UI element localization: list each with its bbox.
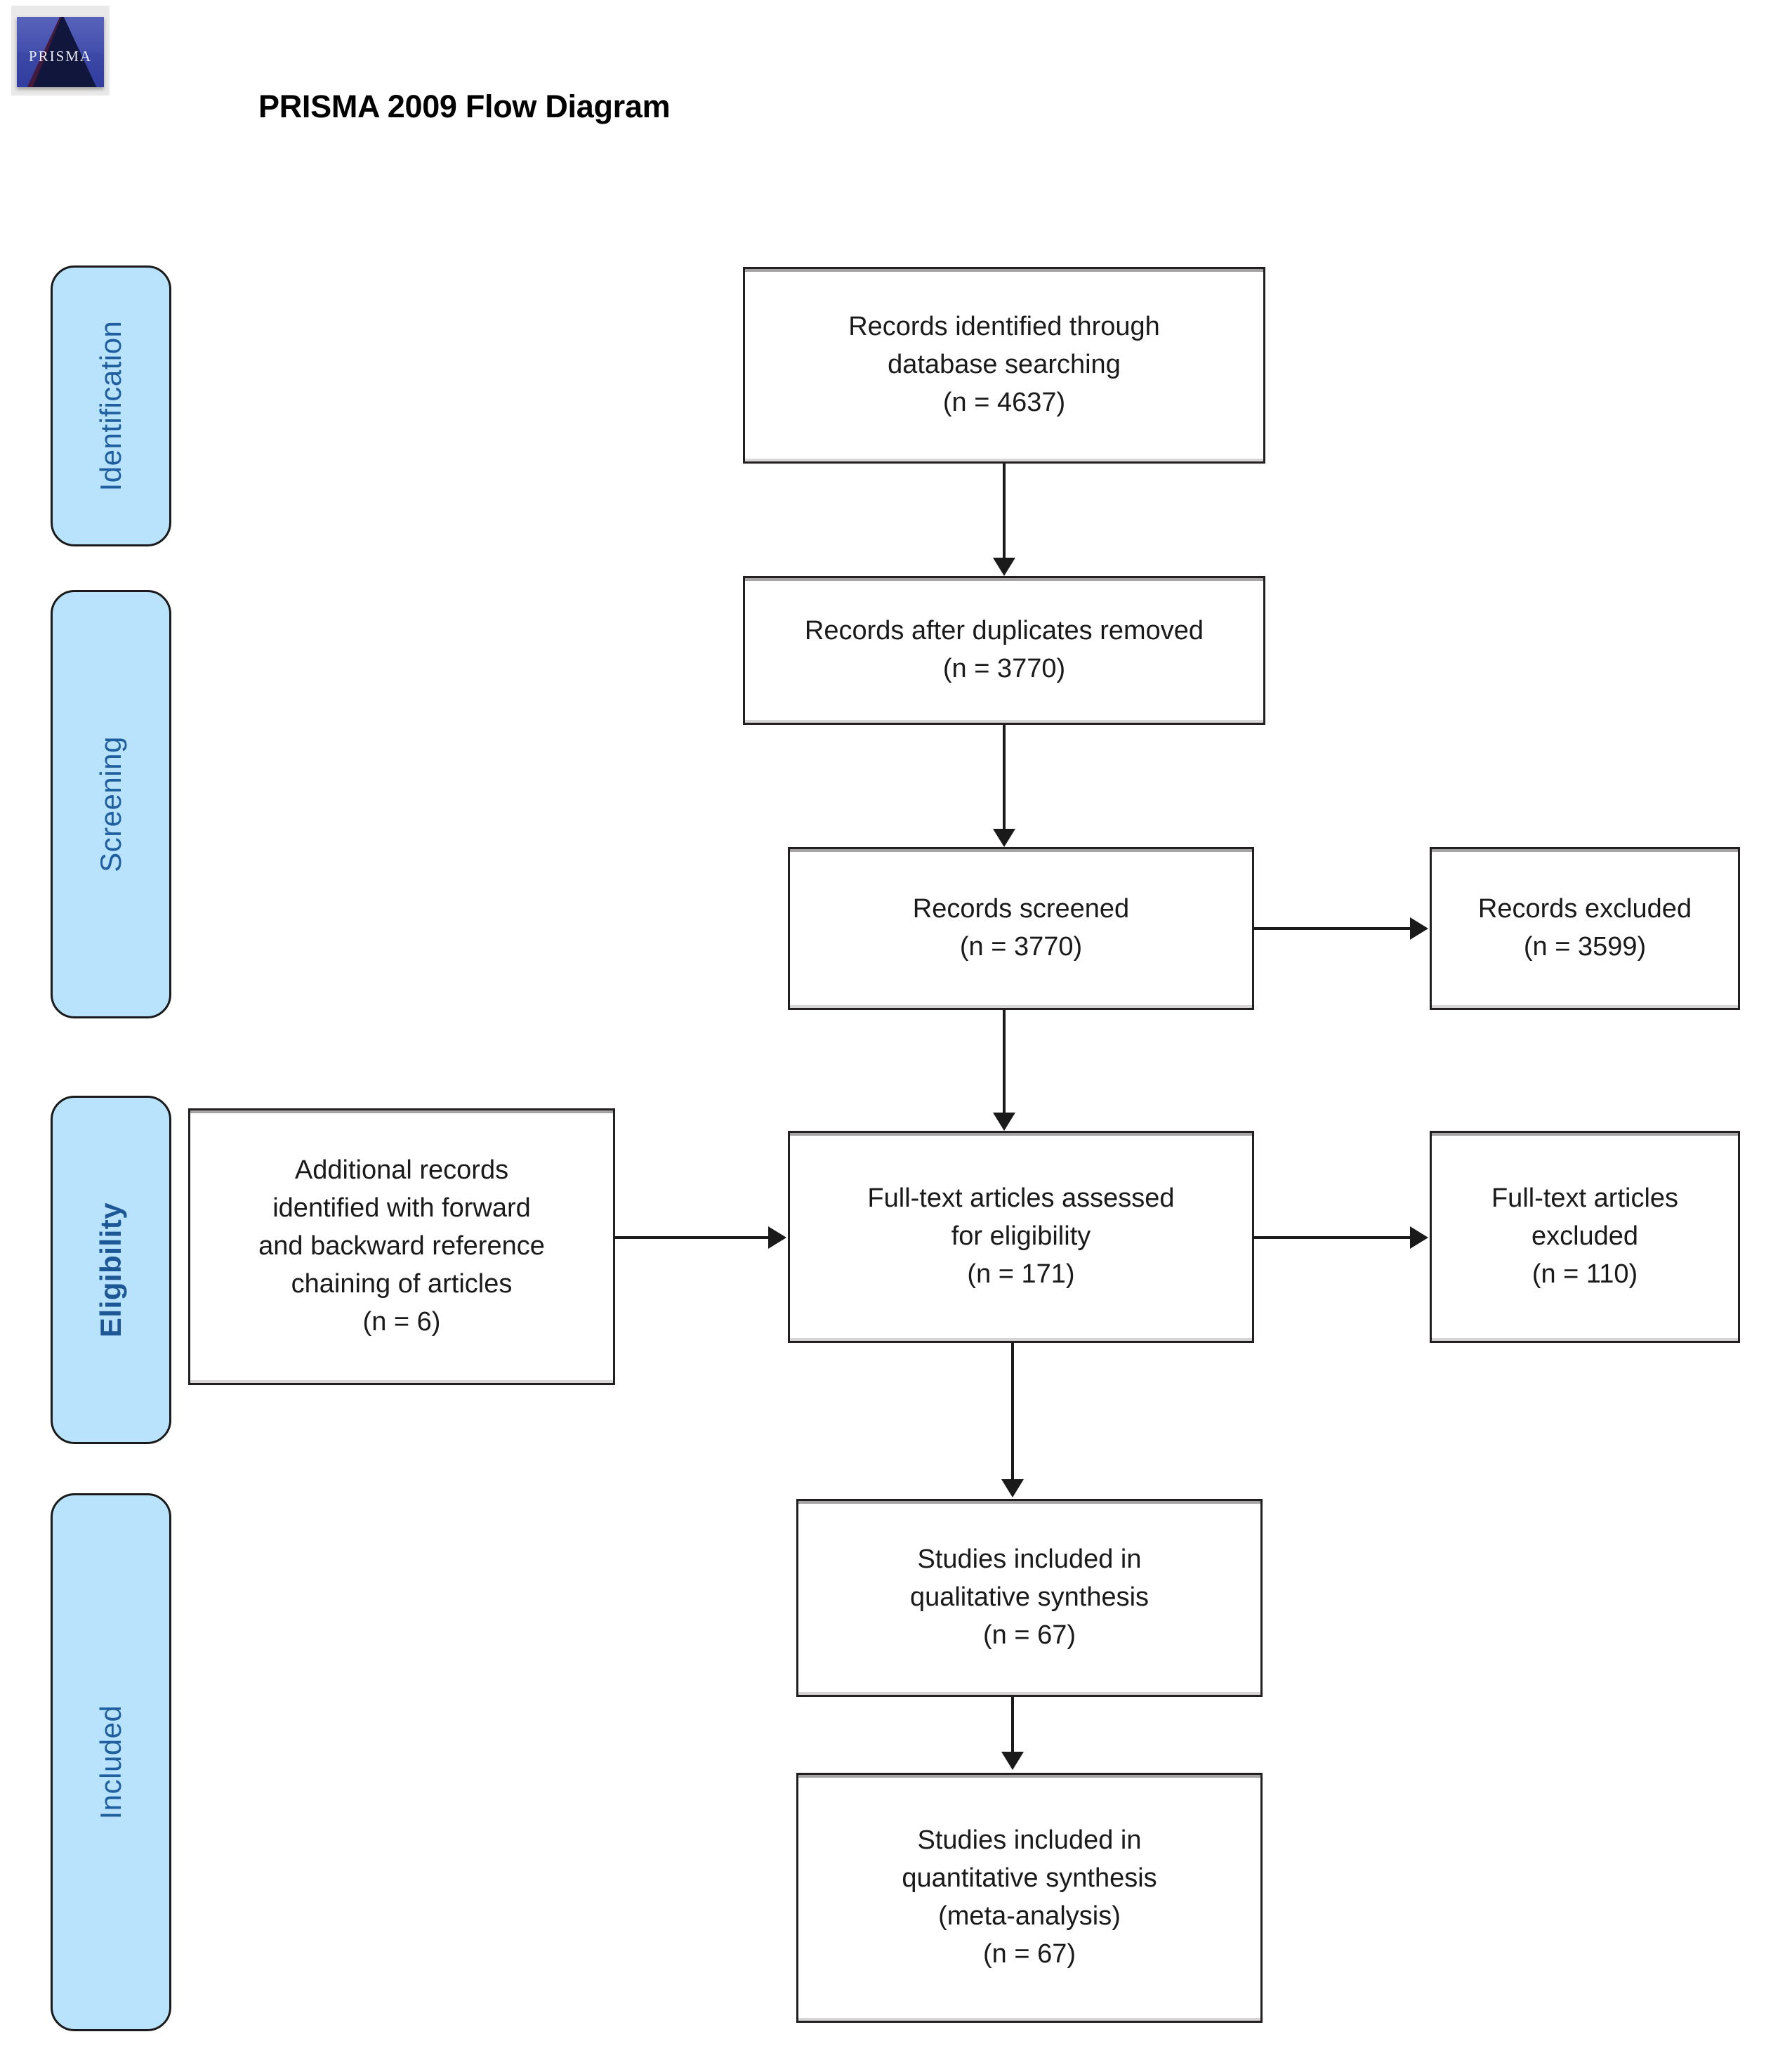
box-records-screened: Records screened (n = 3770) [788, 847, 1254, 1010]
arrow-identified-to-duplicates [993, 558, 1015, 576]
box-records-after-duplicates-text: Records after duplicates removed (n = 37… [804, 616, 1204, 683]
box-records-after-duplicates: Records after duplicates removed (n = 37… [743, 576, 1265, 725]
box-qualitative-synthesis-text: Studies included in qualitative synthesi… [909, 1545, 1149, 1650]
box-additional-records-text: Additional records identified with forwa… [258, 1155, 545, 1337]
prisma-logo: PRISMA [11, 6, 110, 96]
connector-fulltext-to-qualitative [1011, 1343, 1014, 1481]
arrow-screened-to-excluded [1410, 917, 1428, 940]
stage-pill-screening: Screening [51, 590, 171, 1018]
connector-screened-to-fulltext [1003, 1010, 1006, 1114]
stage-label-identification: Identification [94, 320, 127, 492]
prisma-wordmark: PRISMA [28, 48, 93, 65]
arrow-duplicates-to-screened [993, 829, 1015, 847]
stage-pill-eligibility: Eligibility [51, 1096, 171, 1444]
page-title: PRISMA 2009 Flow Diagram [258, 88, 671, 124]
box-records-excluded: Records excluded (n = 3599) [1430, 847, 1740, 1010]
connector-identified-to-duplicates [1003, 464, 1006, 560]
box-additional-records: Additional records identified with forwa… [188, 1108, 615, 1385]
stage-label-included: Included [94, 1705, 127, 1820]
connector-duplicates-to-screened [1003, 725, 1006, 830]
connector-screened-to-excluded [1254, 927, 1413, 930]
arrow-fulltext-to-excluded [1410, 1226, 1428, 1249]
box-records-identified-text: Records identified through database sear… [848, 312, 1160, 417]
connector-fulltext-to-excluded [1254, 1236, 1413, 1239]
box-quantitative-synthesis: Studies included in quantitative synthes… [796, 1773, 1263, 2023]
prism-triangle-icon [25, 17, 98, 87]
stage-label-eligibility: Eligibility [94, 1202, 127, 1338]
box-records-excluded-text: Records excluded (n = 3599) [1477, 894, 1692, 962]
stage-pill-identification: Identification [51, 265, 171, 546]
box-fulltext-assessed-text: Full-text articles assessed for eligibil… [867, 1183, 1175, 1289]
stage-label-screening: Screening [94, 736, 127, 872]
box-quantitative-synthesis-text: Studies included in quantitative synthes… [902, 1825, 1157, 1969]
connector-qualitative-to-quantitative [1011, 1697, 1014, 1753]
box-records-screened-text: Records screened (n = 3770) [912, 894, 1130, 962]
connector-additional-to-fulltext [615, 1236, 771, 1239]
box-fulltext-assessed: Full-text articles assessed for eligibil… [788, 1131, 1254, 1343]
arrow-additional-to-fulltext [768, 1226, 786, 1249]
arrow-qualitative-to-quantitative [1001, 1752, 1024, 1770]
box-records-identified: Records identified through database sear… [743, 267, 1265, 464]
box-fulltext-excluded-text: Full-text articles excluded (n = 110) [1491, 1183, 1679, 1289]
arrow-screened-to-fulltext [993, 1113, 1015, 1131]
stage-pill-included: Included [51, 1493, 171, 2031]
box-qualitative-synthesis: Studies included in qualitative synthesi… [796, 1499, 1263, 1697]
prisma-logo-graphic: PRISMA [17, 17, 104, 87]
arrow-fulltext-to-qualitative [1001, 1479, 1024, 1497]
box-fulltext-excluded: Full-text articles excluded (n = 110) [1430, 1131, 1740, 1343]
